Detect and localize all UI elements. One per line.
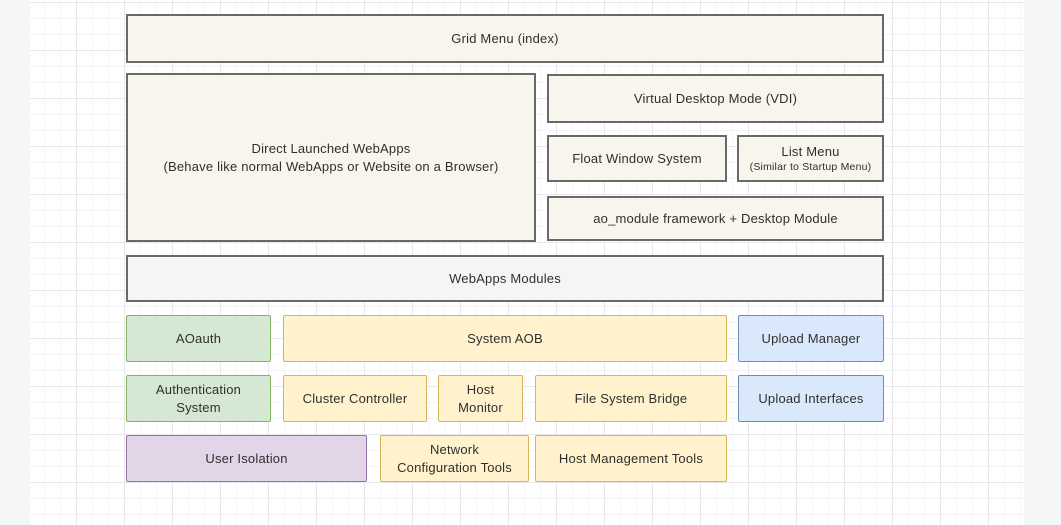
box-authentication-system-label: Authentication System	[155, 381, 242, 415]
box-network-configuration-tools[interactable]: Network Configuration Tools	[380, 435, 529, 482]
box-grid-menu[interactable]: Grid Menu (index)	[126, 14, 884, 63]
box-system-aob-label: System AOB	[467, 330, 543, 346]
box-user-isolation-label: User Isolation	[205, 450, 288, 466]
box-virtual-desktop-mode[interactable]: Virtual Desktop Mode (VDI)	[547, 74, 884, 123]
box-webapps-modules-label: WebApps Modules	[449, 270, 561, 286]
box-file-system-bridge-label: File System Bridge	[574, 390, 688, 406]
box-authentication-system[interactable]: Authentication System	[126, 375, 271, 422]
box-webapps-modules[interactable]: WebApps Modules	[126, 255, 884, 302]
box-host-monitor-label: Host Monitor	[458, 381, 503, 415]
box-ao-module-framework-label: ao_module framework + Desktop Module	[593, 210, 838, 226]
box-ao-module-framework[interactable]: ao_module framework + Desktop Module	[547, 196, 884, 241]
page-margin-right	[1024, 0, 1061, 525]
box-list-menu[interactable]: List Menu (Similar to Startup Menu)	[737, 135, 884, 182]
box-upload-interfaces-label: Upload Interfaces	[758, 390, 864, 406]
box-cluster-controller[interactable]: Cluster Controller	[283, 375, 427, 422]
box-upload-interfaces[interactable]: Upload Interfaces	[738, 375, 884, 422]
box-virtual-desktop-mode-label: Virtual Desktop Mode (VDI)	[633, 90, 798, 106]
box-aoauth[interactable]: AOauth	[126, 315, 271, 362]
box-list-menu-title: List Menu	[781, 143, 840, 159]
box-file-system-bridge[interactable]: File System Bridge	[535, 375, 727, 422]
box-cluster-controller-label: Cluster Controller	[302, 390, 408, 406]
box-host-management-tools[interactable]: Host Management Tools	[535, 435, 727, 482]
box-grid-menu-label: Grid Menu (index)	[451, 30, 559, 46]
box-system-aob[interactable]: System AOB	[283, 315, 727, 362]
box-host-management-tools-label: Host Management Tools	[558, 450, 704, 466]
box-network-configuration-tools-label: Network Configuration Tools	[397, 441, 512, 475]
box-float-window-system-label: Float Window System	[572, 150, 702, 166]
box-upload-manager-label: Upload Manager	[761, 330, 861, 346]
box-direct-launched-webapps[interactable]: Direct Launched WebApps (Behave like nor…	[126, 73, 536, 242]
box-upload-manager[interactable]: Upload Manager	[738, 315, 884, 362]
page-margin-left	[0, 0, 30, 525]
box-float-window-system[interactable]: Float Window System	[547, 135, 727, 182]
box-aoauth-label: AOauth	[175, 330, 222, 346]
box-host-monitor[interactable]: Host Monitor	[438, 375, 523, 422]
box-user-isolation[interactable]: User Isolation	[126, 435, 367, 482]
box-direct-launched-webapps-line2: (Behave like normal WebApps or Website o…	[163, 158, 499, 174]
box-list-menu-subtitle: (Similar to Startup Menu)	[749, 161, 872, 174]
box-direct-launched-webapps-line1: Direct Launched WebApps	[251, 140, 411, 156]
